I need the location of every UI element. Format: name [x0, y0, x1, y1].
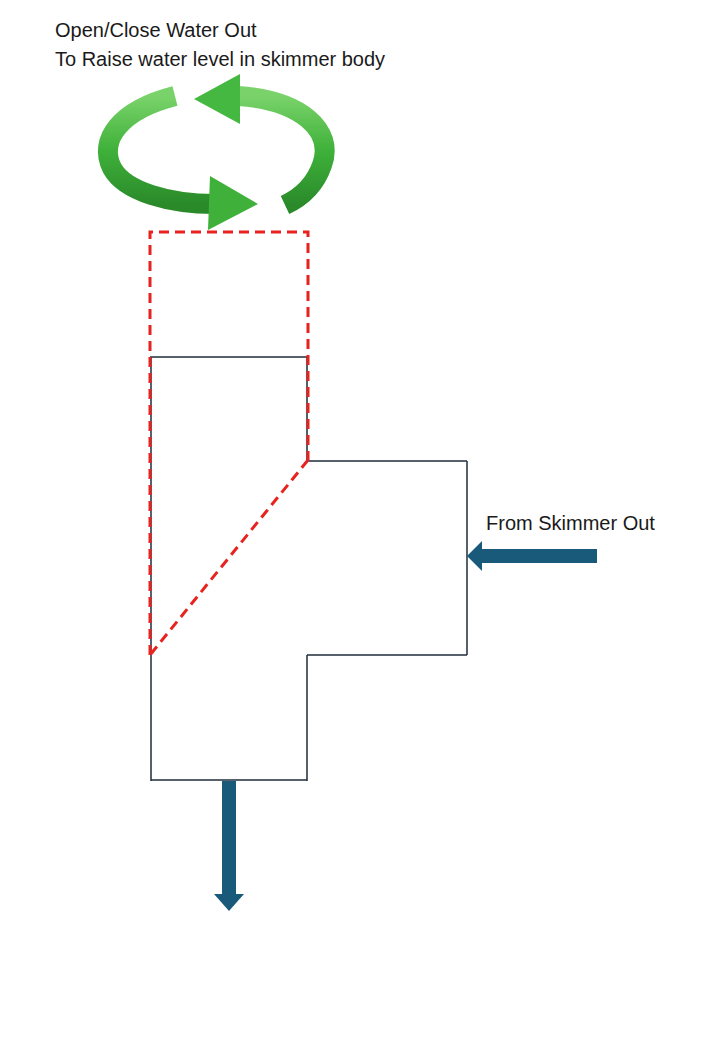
instruction-text: Open/Close Water Out [55, 18, 257, 42]
instruction-text: To Raise water level in skimmer body [55, 47, 385, 71]
flow-arrow-in [467, 541, 597, 571]
flow-label: From Skimmer Out [486, 511, 655, 535]
valve-outline [150, 232, 308, 655]
rotate-icon [108, 74, 325, 230]
flow-arrow-out [214, 781, 244, 911]
